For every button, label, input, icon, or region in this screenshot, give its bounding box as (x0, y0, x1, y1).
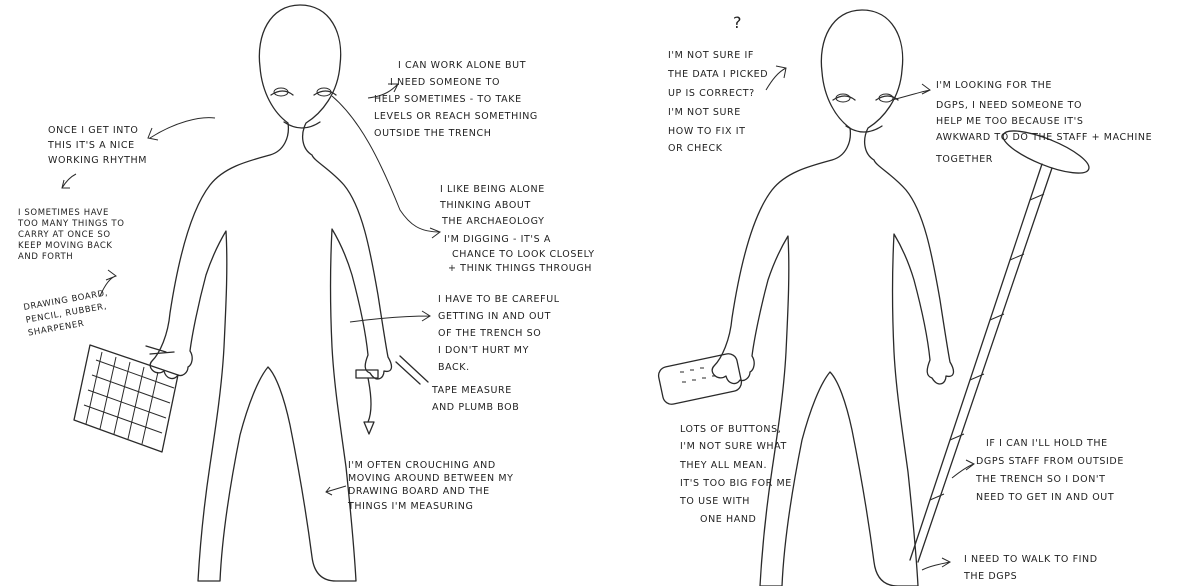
note-rhythm: ONCE I GET INTO THIS IT'S A NICE WORKING… (47, 125, 147, 166)
question-mark: ? (733, 13, 742, 32)
dgps-controller-sketch (657, 352, 743, 406)
note-walk-dgps: I NEED TO WALK TO FIND THE DGPS (963, 554, 1101, 582)
drawing-board-sketch (74, 345, 178, 452)
note-careful-trench: I HAVE TO BE CAREFUL GETTING IN AND OUT … (438, 294, 563, 373)
note-hold-staff: IF I CAN I'LL HOLD THE DGPS STAFF FROM O… (975, 438, 1128, 503)
note-work-alone: I CAN WORK ALONE BUT I NEED SOMEONE TO H… (374, 60, 542, 139)
note-looking-dgps: I'M LOOKING FOR THE DGPS, I NEED SOMEONE… (935, 80, 1156, 165)
note-alone-thinking: I LIKE BEING ALONE THINKING ABOUT THE AR… (439, 184, 598, 274)
note-carry: I SOMETIMES HAVE TOO MANY THINGS TO CARR… (17, 208, 128, 262)
note-buttons: LOTS OF BUTTONS, I'M NOT SURE WHAT THEY … (679, 424, 796, 525)
note-tape-measure: TAPE MEASURE AND PLUMB BOB (431, 385, 519, 413)
note-drawing-board: DRAWING BOARD, PENCIL, RUBBER, SHARPENER (23, 288, 117, 339)
note-data-unsure: I'M NOT SURE IF THE DATA I PICKED UP IS … (667, 50, 772, 154)
note-crouching: I'M OFTEN CROUCHING AND MOVING AROUND BE… (347, 460, 517, 512)
